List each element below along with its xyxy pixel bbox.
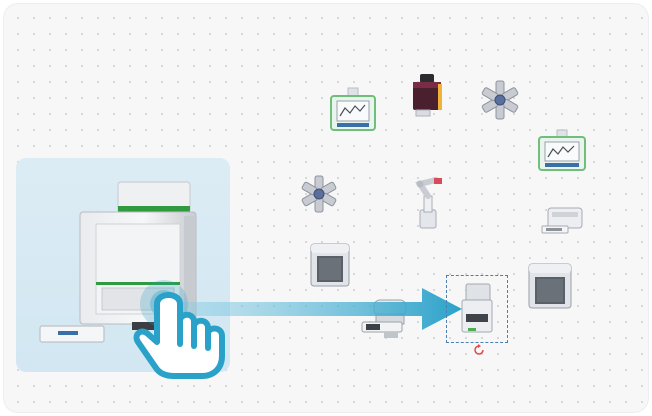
workflow-canvas[interactable] <box>4 4 648 412</box>
selected-device-frame[interactable] <box>446 275 508 343</box>
monitor-icon[interactable] <box>328 86 378 134</box>
sealer-icon[interactable] <box>540 204 586 236</box>
hand-pointer-icon <box>133 280 225 379</box>
drag-arrow-icon <box>154 288 462 330</box>
robot-arm-icon[interactable] <box>410 176 446 230</box>
centrifuge-icon[interactable] <box>526 260 574 312</box>
centrifuge-icon[interactable] <box>308 240 352 290</box>
dispenser-icon[interactable] <box>408 72 446 118</box>
carousel-icon[interactable] <box>298 174 340 214</box>
carousel-icon[interactable] <box>478 80 522 120</box>
monitor-icon[interactable] <box>536 128 588 174</box>
rotate-icon[interactable] <box>472 343 486 357</box>
loader-icon[interactable] <box>456 280 498 338</box>
